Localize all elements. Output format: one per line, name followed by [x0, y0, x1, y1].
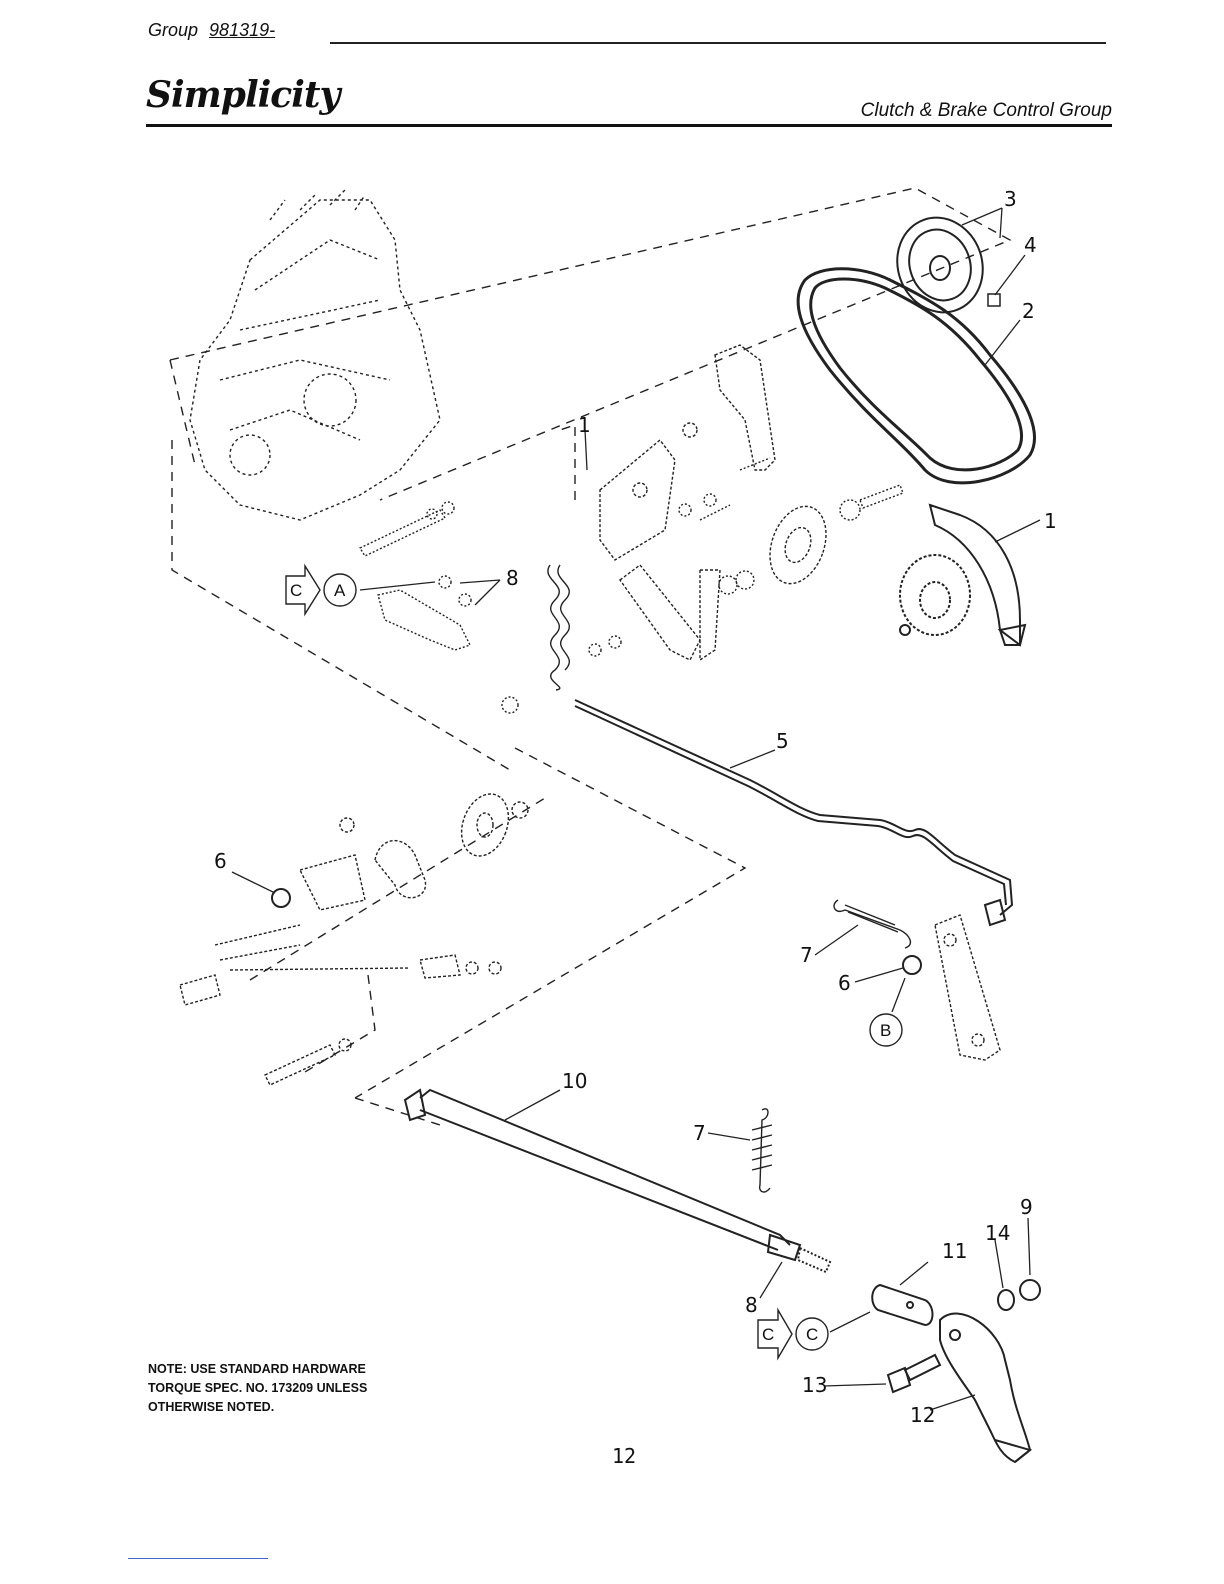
- callout-6-left: 6: [214, 849, 227, 873]
- callout-7-lower: 7: [693, 1121, 706, 1145]
- callout-12: 12: [910, 1403, 935, 1427]
- hex-bolt: [888, 1355, 940, 1392]
- callout-14: 14: [985, 1221, 1010, 1245]
- brake-rod: [575, 700, 1012, 925]
- circle-label-a: A: [334, 581, 346, 600]
- set-screw: [988, 294, 1000, 306]
- callout-4: 4: [1024, 233, 1037, 257]
- callout-labels: 1 2 3 4 5 6 6 7 7 8 8 9 10 11 12 13 14 1…: [214, 187, 1057, 1427]
- hex-nut-6-left: [272, 889, 290, 907]
- brake-spring-right: [834, 900, 910, 948]
- hardware-row: [360, 458, 903, 713]
- idler-pulley: [760, 499, 836, 592]
- idler-bracket: [600, 345, 775, 660]
- hex-nut-6-right: [903, 956, 921, 974]
- callout-1: 1: [1044, 509, 1057, 533]
- note-line-1: NOTE: USE STANDARD HARDWARE: [148, 1360, 448, 1379]
- callout-10: 10: [562, 1069, 587, 1093]
- callout-1-upper: 1: [578, 413, 591, 437]
- arrow-label-c-lower: C: [762, 1325, 774, 1344]
- footnote-rule: [128, 1558, 268, 1559]
- hardware-note: NOTE: USE STANDARD HARDWARE TORQUE SPEC.…: [148, 1360, 448, 1417]
- callout-8-upper: 8: [506, 566, 519, 590]
- callout-11: 11: [942, 1239, 967, 1263]
- page-number: 12: [612, 1444, 636, 1468]
- washer: [998, 1290, 1014, 1310]
- clutch-guard: [900, 505, 1025, 645]
- callout-5: 5: [776, 729, 789, 753]
- callout-8-lower: 8: [745, 1293, 758, 1317]
- callout-9: 9: [1020, 1195, 1033, 1219]
- extension-spring-upper: [548, 565, 569, 690]
- note-line-3: OTHERWISE NOTED.: [148, 1398, 448, 1417]
- callout-13: 13: [802, 1373, 827, 1397]
- brake-pedal-lever: [940, 1314, 1030, 1462]
- callout-6-right: 6: [838, 971, 851, 995]
- arrow-label-c-upper: C: [290, 581, 302, 600]
- circle-label-b: B: [880, 1021, 891, 1040]
- lower-brake-assembly: [180, 787, 528, 1085]
- assembly-dashed-outline: [170, 188, 1010, 1125]
- callout-7-right: 7: [800, 943, 813, 967]
- brake-link-plate: [935, 915, 1000, 1060]
- brake-spring-lower: [752, 1109, 772, 1192]
- callout-2: 2: [1022, 299, 1035, 323]
- engine-illustration: [190, 190, 440, 520]
- circle-label-c: C: [806, 1325, 818, 1344]
- lock-nut: [1020, 1280, 1040, 1300]
- pivot-pin: [872, 1285, 932, 1325]
- callout-3: 3: [1004, 187, 1017, 211]
- note-line-2: TORQUE SPEC. NO. 173209 UNLESS: [148, 1379, 448, 1398]
